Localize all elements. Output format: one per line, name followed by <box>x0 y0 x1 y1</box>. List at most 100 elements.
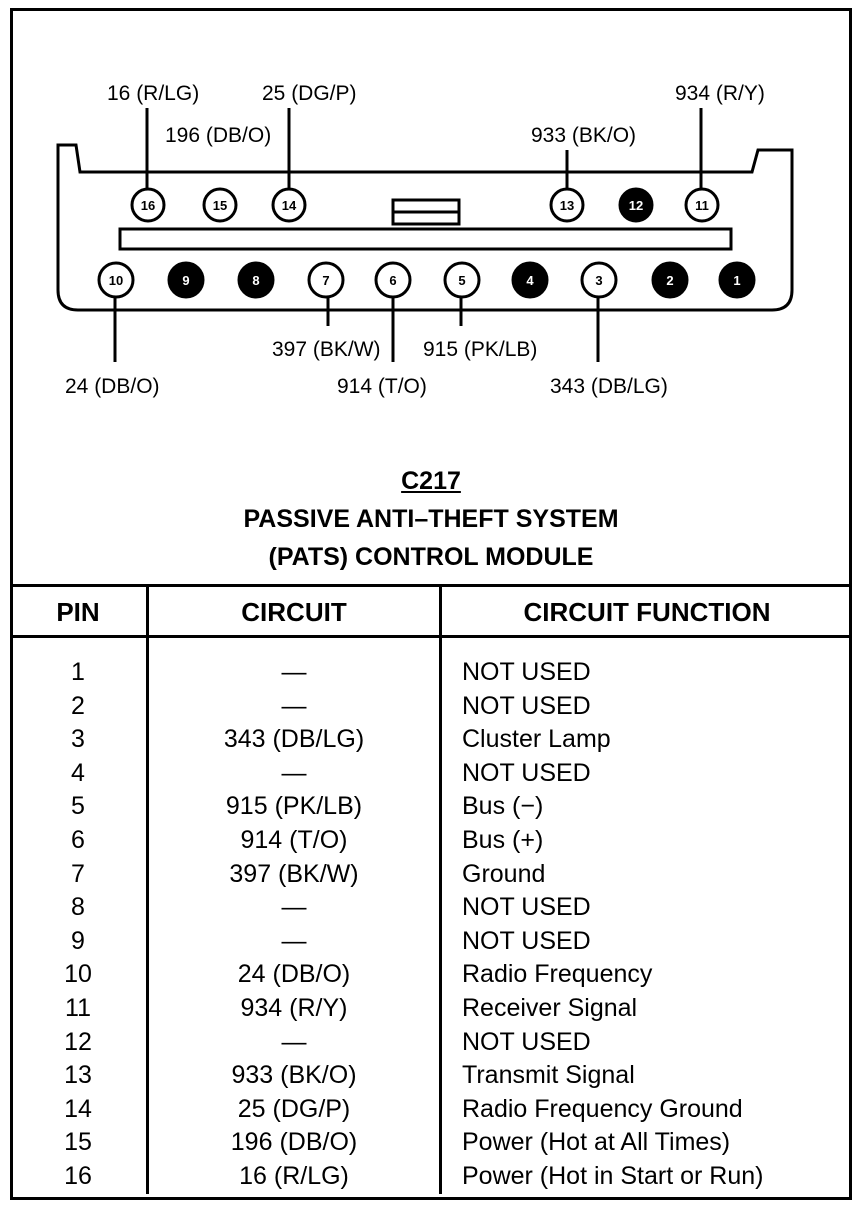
table-row: 13 933 (BK/O) Transmit Signal <box>10 1059 852 1093</box>
label-pin-16: 16 (R/LG) <box>107 82 199 105</box>
cavity-5: 5 <box>443 261 481 299</box>
svg-text:9: 9 <box>182 273 189 288</box>
svg-text:10: 10 <box>109 273 123 288</box>
function-cell: NOT USED <box>462 658 591 686</box>
pin-cell: 8 <box>71 893 85 922</box>
table-row: 4—NOT USED <box>10 757 852 791</box>
function-cell: Receiver Signal <box>462 994 638 1022</box>
label-pin-13: 933 (BK/O) <box>531 124 636 147</box>
circuit-cell: 915 (PK/LB) <box>225 792 363 821</box>
cavity-11: 11 <box>684 187 720 223</box>
table-row: 6 914 (T/O) Bus (+) <box>10 824 852 858</box>
pin-cell: 5 <box>71 792 85 821</box>
pin-cell: 6 <box>71 826 85 854</box>
function-cell: Bus (−) <box>462 792 544 821</box>
header-pin: PIN <box>56 597 100 627</box>
cavity-15: 15 <box>202 187 238 223</box>
label-pin-7: 397 (BK/W) <box>272 338 381 361</box>
pin-cell: 13 <box>64 1061 92 1090</box>
svg-text:16: 16 <box>141 198 155 213</box>
table-row: 5 915 (PK/LB) Bus (−) <box>10 790 852 824</box>
diagram-frame <box>10 8 852 1200</box>
svg-text:3: 3 <box>595 273 602 288</box>
function-cell: Power (Hot in Start or Run) <box>462 1162 764 1190</box>
table-row: 16 16 (R/LG) Power (Hot in Start or Run) <box>10 1160 852 1194</box>
table-header: PIN CIRCUIT CIRCUIT FUNCTION <box>10 584 852 638</box>
connector-divider <box>118 227 733 251</box>
function-cell: Bus (+) <box>462 826 544 854</box>
column-divider <box>439 584 442 1194</box>
cavity-7: 7 <box>307 261 345 299</box>
pin-cell: 9 <box>71 926 85 955</box>
svg-text:1: 1 <box>733 273 740 288</box>
title-line-1: PASSIVE ANTI–THEFT SYSTEM <box>243 505 619 533</box>
function-cell: NOT USED <box>462 926 591 955</box>
function-cell: Radio Frequency Ground <box>462 1094 743 1123</box>
pin-cell: 15 <box>64 1128 92 1157</box>
circuit-cell: — <box>281 1027 307 1056</box>
cavity-12: 12 <box>618 187 654 223</box>
svg-text:13: 13 <box>560 198 574 213</box>
connector-diagram: 16 15 14 13 12 11 10 9 8 7 6 5 <box>56 82 794 398</box>
pin-cell: 1 <box>71 658 85 686</box>
cavity-4: 4 <box>511 261 549 299</box>
circuit-cell: 397 (BK/W) <box>229 859 359 888</box>
svg-text:14: 14 <box>282 198 297 213</box>
label-pin-15: 196 (DB/O) <box>165 124 271 147</box>
svg-text:12: 12 <box>629 198 643 213</box>
function-cell: NOT USED <box>462 1027 591 1056</box>
circuit-cell: 25 (DG/P) <box>237 1094 351 1123</box>
cavity-13: 13 <box>549 187 585 223</box>
svg-text:7: 7 <box>322 273 329 288</box>
cavity-9: 9 <box>167 261 205 299</box>
pin-cell: 7 <box>71 859 85 888</box>
svg-text:15: 15 <box>213 198 227 213</box>
function-cell: Transmit Signal <box>462 1061 635 1090</box>
cavity-2: 2 <box>651 261 689 299</box>
title-line-2: (PATS) CONTROL MODULE <box>268 543 594 571</box>
cavity-6: 6 <box>374 261 412 299</box>
table-row: 10 24 (DB/O) Radio Frequency <box>10 958 852 992</box>
column-divider <box>146 584 149 1194</box>
pin-cell: 2 <box>71 691 85 720</box>
pin-cell: 12 <box>64 1027 92 1056</box>
circuit-cell: 196 (DB/O) <box>230 1128 358 1157</box>
label-pin-3: 343 (DB/LG) <box>550 375 668 398</box>
table-row: 9 — NOT USED <box>10 925 852 959</box>
connector-title: C217 PASSIVE ANTI–THEFT SYSTEM (PATS) CO… <box>10 462 852 576</box>
function-cell: NOT USED <box>462 691 591 720</box>
header-circuit: CIRCUIT <box>241 597 347 627</box>
circuit-cell: 914 (T/O) <box>240 826 348 854</box>
cavity-1: 1 <box>718 261 756 299</box>
function-cell: Cluster Lamp <box>462 725 611 754</box>
cavity-3: 3 <box>580 261 618 299</box>
circuit-cell: 343 (DB/LG) <box>223 725 365 754</box>
pin-cell: 16 <box>64 1162 92 1190</box>
circuit-cell: — <box>281 691 307 720</box>
circuit-cell: — <box>281 926 307 955</box>
table-row: 2 — NOT USED <box>10 690 852 724</box>
connector-code: C217 <box>401 467 461 495</box>
circuit-cell: 16 (R/LG) <box>239 1162 349 1190</box>
pin-cell: 10 <box>64 960 92 989</box>
svg-text:5: 5 <box>458 273 465 288</box>
circuit-cell: — <box>281 893 307 922</box>
label-pin-14: 25 (DG/P) <box>262 82 357 105</box>
function-cell: Radio Frequency <box>462 960 653 989</box>
cavity-16: 16 <box>130 187 166 223</box>
cavity-14: 14 <box>271 187 307 223</box>
label-pin-5: 915 (PK/LB) <box>423 338 537 361</box>
circuit-cell: 24 (DB/O) <box>237 960 351 989</box>
circuit-cell: 933 (BK/O) <box>231 1061 357 1090</box>
label-pin-10: 24 (DB/O) <box>65 375 160 398</box>
function-cell: NOT USED <box>462 893 591 922</box>
function-cell: NOT USED <box>462 758 591 787</box>
table-row: 8 — NOT USED <box>10 891 852 925</box>
pin-cell: 4 <box>71 758 85 787</box>
